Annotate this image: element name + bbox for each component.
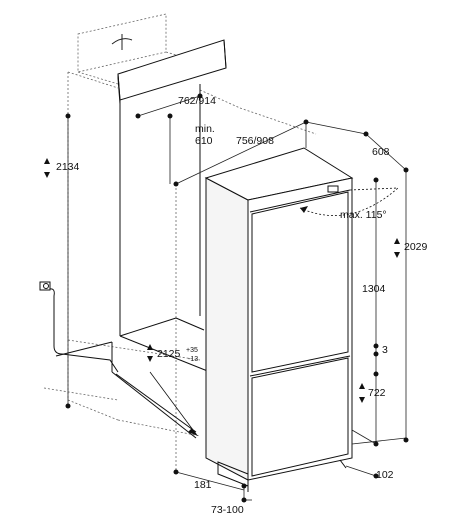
min-depth-text: min. xyxy=(195,123,215,135)
niche-depth-label: 762/914 xyxy=(178,95,216,107)
tolerance-plus: +35 xyxy=(186,347,198,354)
plinth-height-label: 102 xyxy=(376,469,394,481)
tolerance-minus: -13 xyxy=(188,356,199,363)
arrow-icons xyxy=(44,158,400,436)
door-gap-label: 3 xyxy=(382,344,388,356)
unit-depth-label: 756/908 xyxy=(236,135,274,147)
water-pipe xyxy=(45,288,119,373)
lower-door-height-label: 722 xyxy=(368,387,386,399)
plinth-range-label: 73-100 xyxy=(211,504,244,516)
plinth-depth-label: 181 xyxy=(194,479,212,491)
unit-height-label: 2029 xyxy=(404,241,428,253)
water-tap-icon xyxy=(39,281,51,291)
niche-pointer-line xyxy=(149,371,197,435)
dimension-endpoints xyxy=(65,93,409,503)
niche-walls xyxy=(119,84,211,373)
dimension-lines xyxy=(67,95,407,501)
vent-symbol-icon xyxy=(111,34,133,50)
niche-height-label: 2134 xyxy=(56,161,80,173)
floor-edge xyxy=(55,341,197,439)
appliance-doors xyxy=(249,189,351,477)
min-depth-value: 610 xyxy=(195,135,213,147)
door-angle-label: max. 115° xyxy=(340,209,387,221)
plinth xyxy=(217,459,347,492)
hinge-icon xyxy=(327,185,339,193)
swing-arrow-icon xyxy=(300,206,308,213)
niche-opening-height-label: 2125 xyxy=(157,348,181,360)
door-swing-arc xyxy=(299,187,399,216)
unit-width-label: 608 xyxy=(372,146,390,158)
upper-door-height-label: 1304 xyxy=(362,283,386,295)
